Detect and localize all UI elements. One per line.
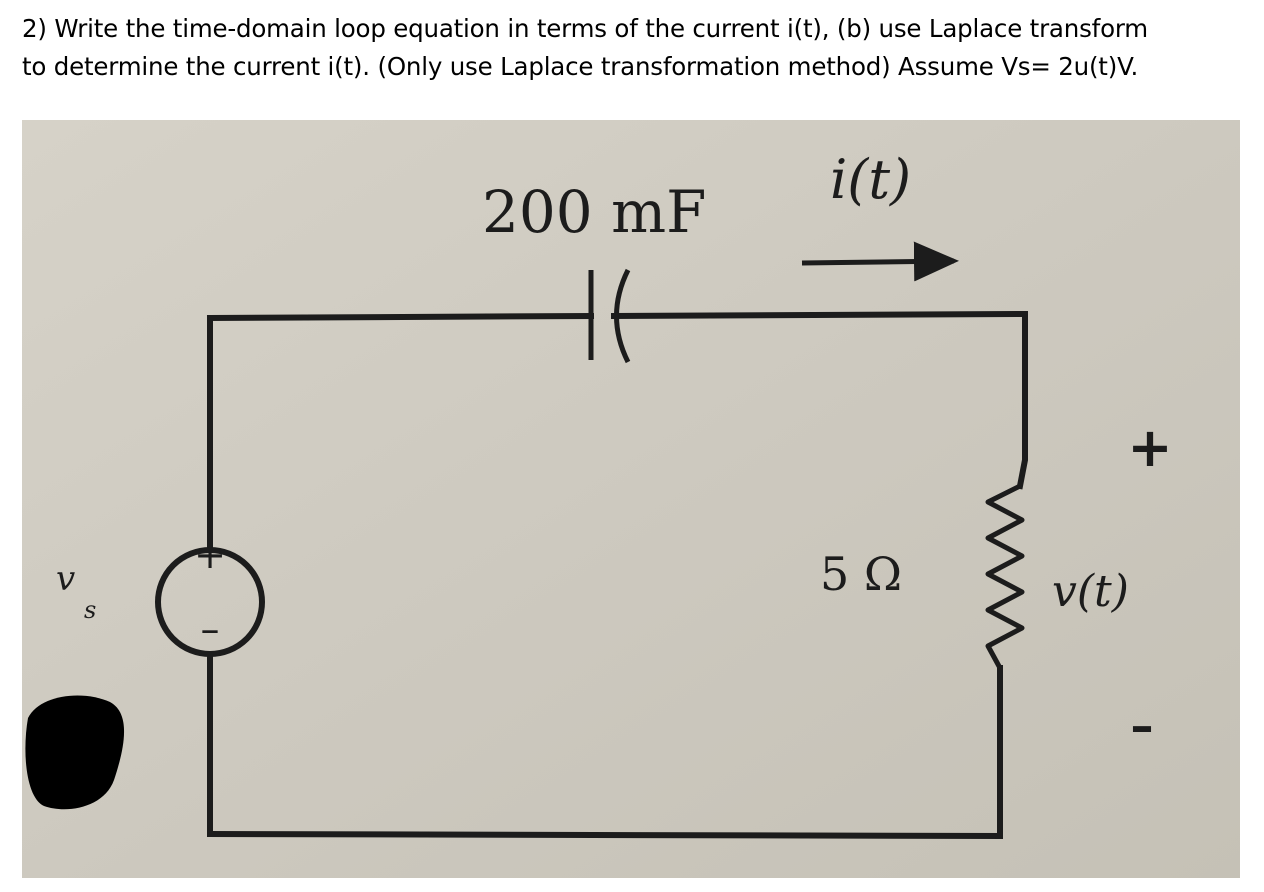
question-text: 2) Write the time-domain loop equation i… [22,10,1242,86]
question-line-2: to determine the current i(t). (Only use… [22,52,1139,81]
capacitor [588,268,631,364]
output-minus-sign: – [1131,699,1154,753]
redaction-mark [25,695,125,810]
paper-background [22,120,1240,878]
question-line-1: 2) Write the time-domain loop equation i… [22,14,1148,43]
capacitor-value-label: 200 mF [482,178,706,246]
source-plus-sign: + [194,533,226,577]
wire-right-upper [1016,311,1028,490]
capacitor-plate-curved [614,268,631,364]
resistor-value-label: 5 Ω [820,547,902,601]
output-plus-sign: + [1127,416,1172,479]
wire-bottom [206,830,1004,840]
output-voltage-label: v(t) [1052,566,1129,617]
current-direction-arrow [801,241,959,282]
circuit-wires [206,310,1029,840]
source-label: v [56,559,75,599]
source-circle [155,547,265,657]
source-label-subscript: s [84,596,96,624]
resistor [985,483,1025,670]
source-minus-sign: – [201,607,220,651]
wire-top-right [610,310,1029,320]
circuit-photo: + – v s 200 mF i(t) 5 Ω + v(t) – [22,120,1240,878]
wire-top-left [206,312,595,322]
current-label: i(t) [830,148,911,211]
voltage-source: + – [155,533,265,657]
circuit-diagram: + – v s 200 mF i(t) 5 Ω + v(t) – [22,120,1240,878]
